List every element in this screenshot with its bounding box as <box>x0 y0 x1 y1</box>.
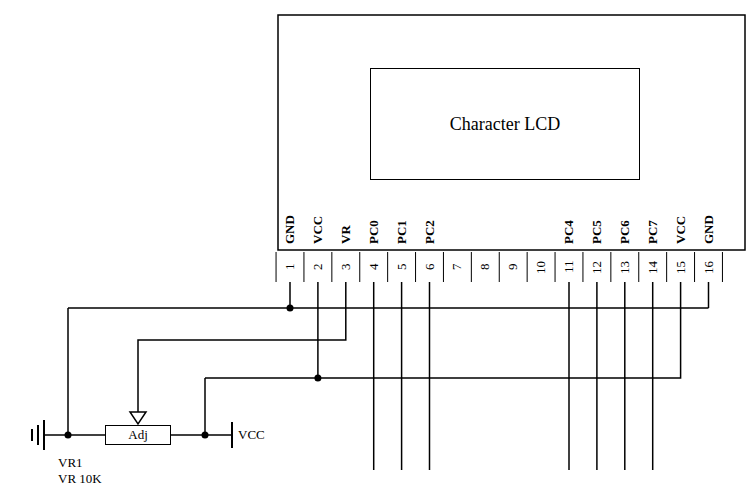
pin-name: PC7 <box>646 220 660 244</box>
vcc-terminal <box>231 422 233 448</box>
data-wire <box>624 282 626 470</box>
pin-name: PC1 <box>395 220 409 244</box>
vcc-wire <box>204 378 206 435</box>
lcd-display-box: Character LCD <box>370 68 640 180</box>
component-label: VR1 <box>58 456 83 470</box>
pin-name: PC6 <box>618 220 632 244</box>
gnd-wire <box>289 282 291 308</box>
pin-separator <box>610 252 611 282</box>
pin-number: 16 <box>702 261 716 274</box>
pin-number: 10 <box>534 261 548 274</box>
pin-separator <box>722 252 723 282</box>
data-wire <box>652 282 654 470</box>
pin-number: 1 <box>283 264 297 271</box>
gnd-wire <box>708 282 710 308</box>
pin-separator <box>303 252 304 282</box>
ground-symbol <box>31 429 33 441</box>
pin-separator <box>331 252 332 282</box>
vcc-wire <box>317 282 319 378</box>
ground-symbol <box>43 420 45 450</box>
pin-number: 3 <box>339 264 353 271</box>
data-wire <box>401 282 403 470</box>
lcd-module-outline <box>278 15 745 250</box>
gnd-wire <box>67 308 69 435</box>
pin-separator <box>359 252 360 282</box>
pin-number: 14 <box>646 261 660 274</box>
pin-separator <box>555 252 556 282</box>
pin-number: 8 <box>478 264 492 271</box>
pin-name: PC4 <box>562 220 576 244</box>
vcc-wire <box>171 434 232 436</box>
pin-number: 4 <box>367 264 381 271</box>
pin-separator <box>471 252 472 282</box>
ground-symbol <box>37 425 39 445</box>
box-label: Character LCD <box>450 114 560 135</box>
pin-number: 15 <box>674 261 688 274</box>
pin-number: 12 <box>590 261 604 274</box>
vcc-wire <box>205 282 681 378</box>
pin-number: 2 <box>311 264 325 271</box>
pin-separator <box>527 252 528 282</box>
pin-separator <box>499 252 500 282</box>
pin-name: PC5 <box>590 220 604 244</box>
data-wire <box>429 282 431 470</box>
pin-name: GND <box>283 215 297 244</box>
pin-separator <box>415 252 416 282</box>
wiper-arrow <box>130 412 146 424</box>
gnd-wire <box>44 434 105 436</box>
data-wire <box>568 282 570 470</box>
component-label: VR 10K <box>58 472 102 486</box>
contrast-wire <box>138 282 346 412</box>
pin-number: 11 <box>562 261 576 274</box>
pin-number: 6 <box>423 264 437 271</box>
pin-separator <box>582 252 583 282</box>
supply-label: VCC <box>238 428 265 442</box>
junction-dot <box>287 305 294 312</box>
pin-name: GND <box>702 215 716 244</box>
pin-separator <box>387 252 388 282</box>
pin-name: VR <box>339 225 353 244</box>
pin-number: 13 <box>618 261 632 274</box>
pin-separator <box>276 252 277 282</box>
pin-separator <box>638 252 639 282</box>
pin-separator <box>443 252 444 282</box>
gnd-wire <box>68 307 709 309</box>
data-wire <box>373 282 375 470</box>
pin-name: PC2 <box>423 220 437 244</box>
pin-separator <box>666 252 667 282</box>
pin-number: 5 <box>395 264 409 271</box>
potentiometer-body: Adj <box>105 425 171 445</box>
pin-name: PC0 <box>367 220 381 244</box>
pin-separator <box>694 252 695 282</box>
pin-number: 9 <box>506 264 520 271</box>
box-label: Adj <box>128 427 148 443</box>
data-wire <box>596 282 598 470</box>
pin-name: VCC <box>311 216 325 244</box>
pin-name: VCC <box>674 216 688 244</box>
pin-number: 7 <box>450 264 464 271</box>
